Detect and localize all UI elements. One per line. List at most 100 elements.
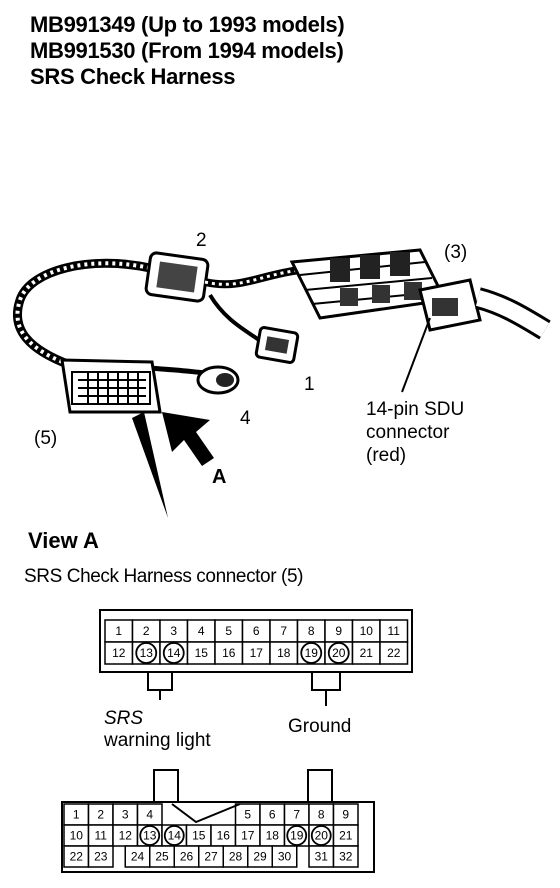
callout-part-5: (5) xyxy=(34,428,58,449)
bottom-pin-26: 26 xyxy=(180,850,194,864)
bottom-pin-6: 6 xyxy=(269,808,276,822)
top-pin-17: 17 xyxy=(250,646,264,660)
view-heading: View A xyxy=(28,528,99,553)
title-line-2: MB991530 (From 1994 models) xyxy=(30,38,344,63)
top-pin-15: 15 xyxy=(195,646,209,660)
bottom-pin-27: 27 xyxy=(204,850,218,864)
top-pin-10: 10 xyxy=(360,624,374,638)
title-line-1: MB991349 (Up to 1993 models) xyxy=(30,12,345,37)
bottom-pin-14: 14 xyxy=(168,829,182,843)
bottom-pin-5: 5 xyxy=(244,808,251,822)
bottom-pin-9: 9 xyxy=(342,808,349,822)
sdu-label-line-2: connector xyxy=(366,422,450,443)
bottom-pin-24: 24 xyxy=(131,850,145,864)
top-pin-11: 11 xyxy=(388,624,401,638)
callout-part-4: 4 xyxy=(240,408,251,429)
bottom-pin-2: 2 xyxy=(97,808,104,822)
connector-1-illustration xyxy=(254,326,300,364)
bottom-pin-14-circle xyxy=(163,825,185,846)
bottom-key-notch xyxy=(171,803,241,824)
top-pin-18: 18 xyxy=(277,646,291,660)
bottom-ground-bracket xyxy=(307,769,333,802)
bottom-pin-22: 22 xyxy=(70,850,84,864)
top-pin-20-circle xyxy=(327,642,350,664)
top-pin-6: 6 xyxy=(253,624,260,638)
bottom-pin-8: 8 xyxy=(318,808,325,822)
connector-2-illustration xyxy=(144,251,210,303)
srs-label-line-1: SRS xyxy=(104,708,144,729)
bottom-pin-13: 13 xyxy=(143,829,157,843)
callout-part-3: (3) xyxy=(444,242,468,263)
view-a-thin-arrow xyxy=(132,412,168,518)
bottom-pin-30-cell xyxy=(271,845,298,868)
bottom-pin-3: 3 xyxy=(122,808,129,822)
bottom-pin-21: 21 xyxy=(339,829,353,843)
bottom-pin-18: 18 xyxy=(266,829,280,843)
bottom-pin-19-circle xyxy=(286,825,308,846)
top-pin-1: 1 xyxy=(115,624,122,638)
bottom-pin-1: 1 xyxy=(73,808,80,822)
title-block: MB991349 (Up to 1993 models) MB991530 (F… xyxy=(30,12,345,90)
top-pin-16: 16 xyxy=(222,646,236,660)
bottom-pin-31: 31 xyxy=(315,850,329,864)
bottom-pin-12: 12 xyxy=(119,829,133,843)
bottom-srs-bracket xyxy=(153,769,179,802)
top-pin-20: 20 xyxy=(332,646,346,660)
top-pin-9: 9 xyxy=(335,624,342,638)
top-pin-13: 13 xyxy=(140,646,154,660)
sdu-connector-label: 14-pin SDU connector (red) xyxy=(366,398,464,467)
top-pin-12: 12 xyxy=(112,646,126,660)
top-pin-19-circle xyxy=(300,642,323,664)
ground-lead-line xyxy=(311,672,341,706)
bottom-pin-13-circle xyxy=(139,825,161,846)
connector-5-illustration xyxy=(60,358,226,414)
callout-part-1: 1 xyxy=(304,374,315,395)
bottom-pin-20: 20 xyxy=(315,829,329,843)
bottom-pin-17: 17 xyxy=(241,829,255,843)
top-pin-4: 4 xyxy=(198,624,205,638)
sdu-leader-line xyxy=(401,317,431,393)
sdu-connector-illustration xyxy=(289,248,448,320)
bottom-pin-10: 10 xyxy=(70,829,84,843)
bottom-pin-25: 25 xyxy=(155,850,169,864)
callout-part-2: 2 xyxy=(196,230,207,251)
view-a-thick-arrow xyxy=(162,412,214,466)
bottom-pin-20-circle xyxy=(310,825,332,846)
top-pin-7: 7 xyxy=(280,624,287,638)
bottom-pin-7: 7 xyxy=(293,808,300,822)
bottom-pin-15: 15 xyxy=(192,829,206,843)
bottom-pin-23: 23 xyxy=(94,850,108,864)
sdu-label-line-1: 14-pin SDU xyxy=(366,399,465,420)
bottom-pin-29: 29 xyxy=(253,850,267,864)
title-line-3: SRS Check Harness xyxy=(30,64,236,89)
top-pin-22: 22 xyxy=(387,646,401,660)
callout-view-arrow: A xyxy=(212,466,227,488)
bottom-pin-4: 4 xyxy=(146,808,153,822)
bottom-pin-32-cell xyxy=(332,845,359,868)
bottom-pin-16: 16 xyxy=(217,829,231,843)
srs-lead-line xyxy=(147,672,173,700)
bottom-pin-32: 32 xyxy=(339,850,353,864)
top-connector-outline xyxy=(99,609,413,673)
bottom-pin-30: 30 xyxy=(278,850,292,864)
top-pin-8: 8 xyxy=(308,624,315,638)
sdu-plug-illustration xyxy=(418,278,551,340)
top-pin-5: 5 xyxy=(225,624,232,638)
bottom-pin-19: 19 xyxy=(290,829,304,843)
sdu-label-line-3: (red) xyxy=(366,445,407,466)
top-pin-3: 3 xyxy=(170,624,177,638)
bottom-pin-11: 11 xyxy=(95,829,108,843)
bottom-connector-outline xyxy=(61,801,375,873)
top-pin-2: 2 xyxy=(143,624,150,638)
top-pin-19: 19 xyxy=(305,646,319,660)
top-pin-14: 14 xyxy=(167,646,181,660)
top-pin-21: 21 xyxy=(360,646,374,660)
top-pin-13-circle xyxy=(135,642,158,664)
bottom-pin-23-cell xyxy=(87,845,114,868)
connector-4-illustration xyxy=(196,365,240,395)
bottom-pin-28: 28 xyxy=(229,850,243,864)
